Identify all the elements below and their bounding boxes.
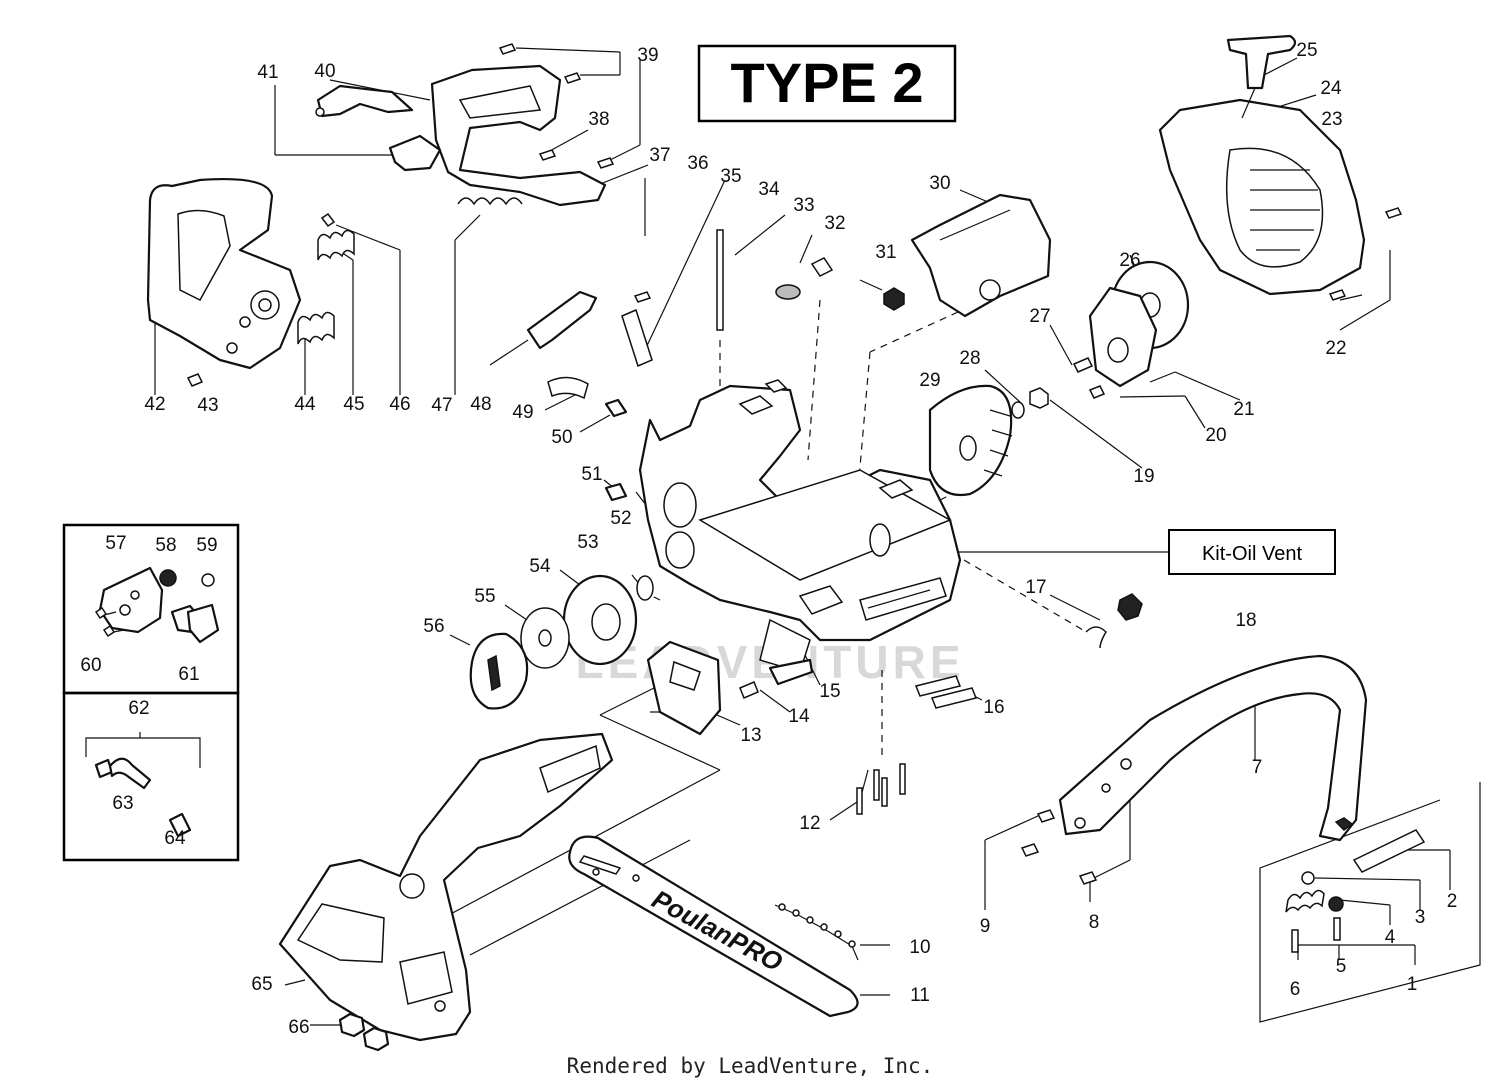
callout-6: 6	[1290, 979, 1301, 1000]
callout-52: 52	[610, 508, 631, 529]
callout-2: 2	[1447, 891, 1458, 912]
callout-62: 62	[128, 698, 149, 719]
callout-54: 54	[529, 556, 551, 577]
front-handle	[1058, 654, 1368, 842]
callout-16: 16	[983, 697, 1004, 718]
callout-47: 47	[431, 395, 452, 416]
callout-11: 11	[910, 985, 930, 1006]
top-cover-group	[315, 43, 615, 207]
footer-credit: Rendered by LeadVenture, Inc.	[567, 1054, 934, 1078]
callout-27: 27	[1029, 306, 1050, 327]
callout-61: 61	[178, 664, 199, 685]
callout-9: 9	[980, 916, 991, 937]
side-plate-group	[646, 640, 978, 736]
callout-39: 39	[637, 45, 658, 66]
callout-66: 66	[288, 1017, 309, 1038]
flywheel	[928, 384, 1049, 497]
callout-20: 20	[1205, 425, 1226, 446]
callout-19: 19	[1133, 466, 1154, 487]
callout-58: 58	[155, 535, 176, 556]
callout-14: 14	[788, 706, 810, 727]
callout-49: 49	[512, 402, 533, 423]
callout-51: 51	[581, 464, 602, 485]
callout-38: 38	[588, 109, 609, 130]
callout-30: 30	[929, 173, 950, 194]
callout-44: 44	[294, 394, 316, 415]
kit-oil-vent-box: Kit-Oil Vent	[1168, 529, 1336, 575]
callout-7: 7	[1252, 757, 1263, 778]
title-box: TYPE 2	[697, 44, 957, 123]
inset-panel	[62, 523, 240, 862]
callout-36: 36	[687, 153, 708, 174]
callout-5: 5	[1336, 956, 1347, 977]
kit-oil-vent-label: Kit-Oil Vent	[1202, 543, 1302, 565]
callout-42: 42	[144, 394, 165, 415]
callout-23: 23	[1321, 109, 1342, 130]
bar-brand-text: PoulanPRO	[647, 884, 787, 978]
callout-60: 60	[80, 655, 101, 676]
callout-32: 32	[824, 213, 845, 234]
callout-41: 41	[257, 62, 278, 83]
middle-small-parts	[526, 229, 905, 502]
callout-28: 28	[959, 348, 980, 369]
callout-21: 21	[1233, 399, 1254, 420]
callout-1: 1	[1407, 974, 1418, 995]
callout-25: 25	[1296, 40, 1317, 61]
callout-46: 46	[389, 394, 410, 415]
callout-31: 31	[875, 242, 896, 263]
clutch-group	[469, 574, 654, 710]
oil-vent	[1085, 593, 1143, 649]
callout-13: 13	[740, 725, 761, 746]
callout-34: 34	[758, 179, 780, 200]
callout-numbers: 1 2 3 4 5 6 7 8 9 10 11 12 13 14 15 16 1…	[80, 40, 1457, 1038]
brake-small-parts	[1020, 809, 1426, 953]
callout-59: 59	[196, 535, 217, 556]
callout-33: 33	[793, 195, 814, 216]
starter-housing	[1158, 34, 1403, 301]
callout-56: 56	[423, 616, 444, 637]
diagram-title: TYPE 2	[731, 51, 924, 114]
callout-65: 65	[251, 974, 272, 995]
crankcase	[638, 379, 962, 673]
callout-18: 18	[1235, 610, 1256, 631]
springs-group	[186, 212, 355, 387]
rear-handle	[146, 177, 302, 370]
callout-22: 22	[1325, 338, 1346, 359]
callout-37: 37	[649, 145, 670, 166]
callout-45: 45	[343, 394, 364, 415]
callout-64: 64	[164, 828, 186, 849]
callout-43: 43	[197, 395, 218, 416]
heat-shield	[910, 193, 1052, 318]
callout-4: 4	[1385, 927, 1396, 948]
callout-53: 53	[577, 532, 598, 553]
callout-3: 3	[1415, 907, 1426, 928]
callout-8: 8	[1089, 912, 1100, 933]
callout-24: 24	[1320, 78, 1342, 99]
callout-26: 26	[1119, 250, 1140, 271]
callout-48: 48	[470, 394, 491, 415]
callout-12: 12	[799, 813, 820, 834]
callout-40: 40	[314, 61, 335, 82]
callout-55: 55	[474, 586, 495, 607]
callout-17: 17	[1025, 577, 1046, 598]
callout-63: 63	[112, 793, 133, 814]
callout-50: 50	[551, 427, 572, 448]
callout-29: 29	[919, 370, 940, 391]
studs-group	[856, 763, 906, 815]
callout-10: 10	[909, 937, 930, 958]
pulley-group	[1072, 260, 1190, 399]
bar-and-cover: PoulanPRO	[278, 732, 859, 1052]
callout-35: 35	[720, 166, 741, 187]
callout-15: 15	[819, 681, 840, 702]
callout-57: 57	[105, 533, 126, 554]
